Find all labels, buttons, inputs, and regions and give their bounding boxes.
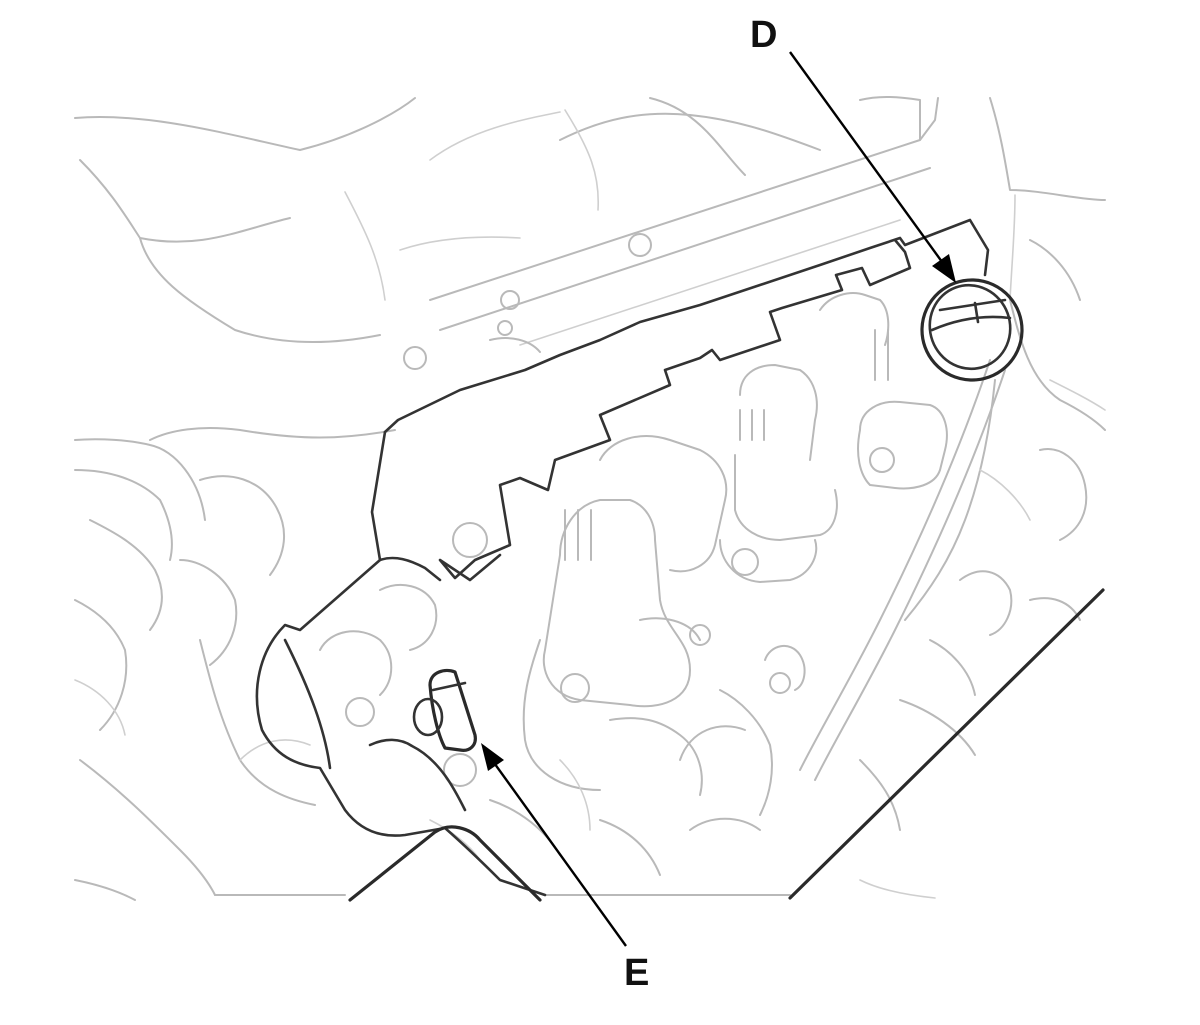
- leader-line-e: [481, 743, 627, 947]
- oil-filler-cap: [920, 278, 1024, 382]
- callout-label-d: D: [750, 14, 778, 56]
- engine-cover-outline: [255, 218, 1105, 902]
- leader-line-d: [789, 51, 956, 283]
- background-linework: [74, 96, 1106, 901]
- callout-label-e: E: [624, 952, 650, 994]
- cover-clip: [412, 668, 477, 752]
